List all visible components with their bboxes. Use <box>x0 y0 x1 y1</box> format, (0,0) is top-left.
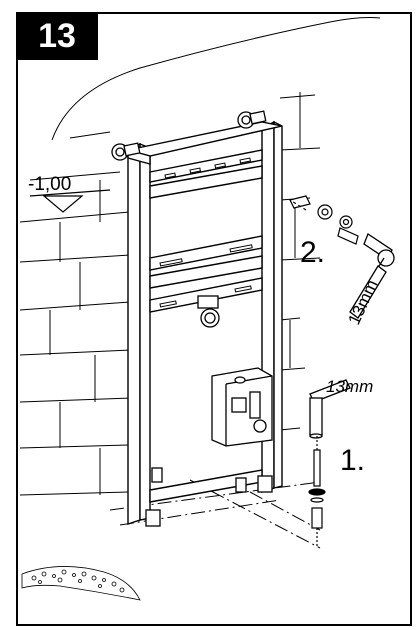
level-marker-icon <box>29 189 111 213</box>
step-2-number: 2. <box>300 236 325 269</box>
level-marker-label: -1,00 <box>28 174 71 195</box>
socket-wrench-icon <box>309 379 351 439</box>
wall-brackets <box>111 110 267 161</box>
step-1-wrench-size: 13mm <box>326 377 373 396</box>
flush-valve-box <box>211 367 273 447</box>
wall-anchor-assembly <box>289 195 359 245</box>
gravel-floor-icon <box>21 566 141 601</box>
brick-wall <box>19 92 321 496</box>
illustration-frame <box>16 12 412 626</box>
wrench-icon <box>349 233 395 319</box>
step-1-number: 1. <box>340 444 365 477</box>
wall-outline <box>51 17 381 141</box>
frame-feet <box>145 467 273 527</box>
rail-slots <box>159 157 253 308</box>
installation-frame <box>127 120 283 525</box>
step-2-wrench-size: 13mm <box>344 277 381 328</box>
pipe-clamp <box>197 295 220 328</box>
floor-anchor-assembly <box>308 436 326 548</box>
step-number-badge: 13 <box>16 12 98 60</box>
